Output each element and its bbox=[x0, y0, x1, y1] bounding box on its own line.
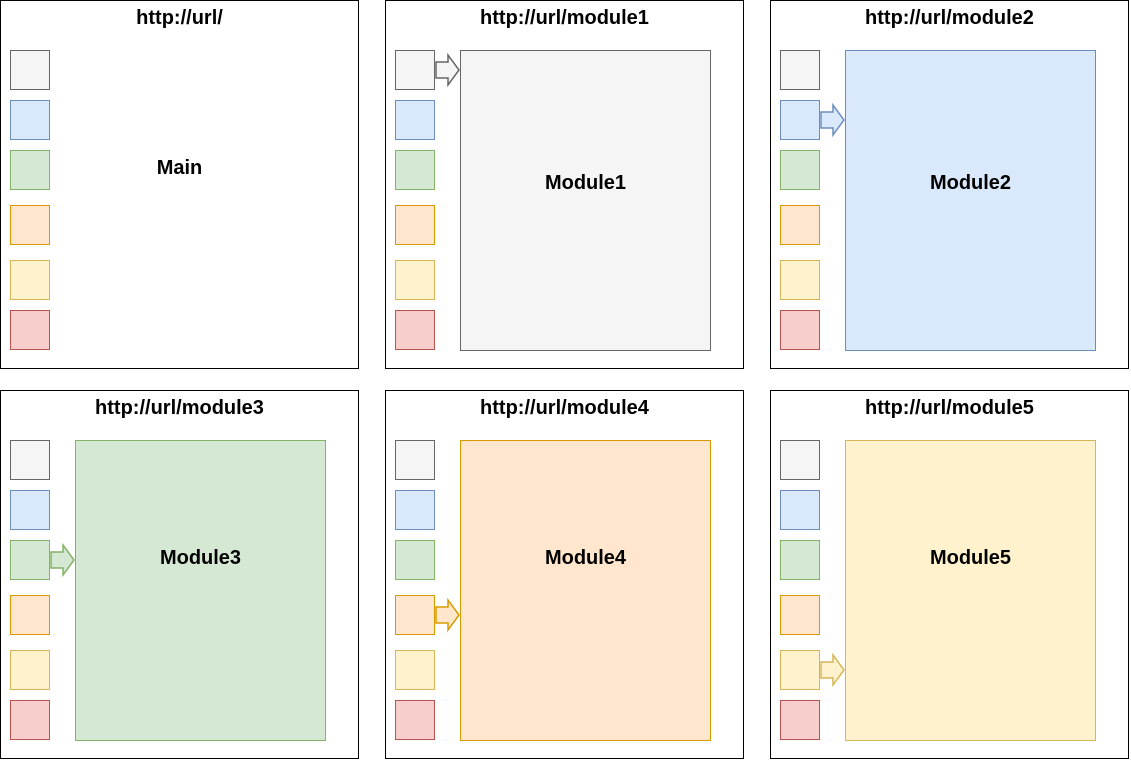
right-arrow-icon bbox=[435, 52, 460, 88]
panel-module1: http://url/module1 Module1 bbox=[385, 0, 744, 369]
nav-square-5[interactable] bbox=[780, 260, 820, 300]
panel-url: http://url/module3 bbox=[95, 397, 264, 419]
nav-square-3[interactable] bbox=[10, 150, 50, 190]
nav-square-3[interactable] bbox=[395, 540, 435, 580]
right-arrow-icon bbox=[50, 542, 75, 578]
panel-url: http://url/module1 bbox=[480, 7, 649, 29]
nav-square-6[interactable] bbox=[780, 310, 820, 350]
nav-square-2[interactable] bbox=[780, 490, 820, 530]
panel-url: http://url/ bbox=[136, 7, 223, 29]
nav-square-2[interactable] bbox=[10, 490, 50, 530]
module-label: Module2 bbox=[929, 172, 1012, 194]
right-arrow-icon bbox=[820, 652, 845, 688]
module-content-box bbox=[845, 440, 1096, 741]
nav-square-4[interactable] bbox=[395, 205, 435, 245]
nav-square-4[interactable] bbox=[780, 205, 820, 245]
nav-square-6[interactable] bbox=[10, 700, 50, 740]
nav-square-5[interactable] bbox=[10, 650, 50, 690]
nav-square-1[interactable] bbox=[780, 50, 820, 90]
module-label: Module4 bbox=[544, 547, 627, 569]
panel-module2: http://url/module2 Module2 bbox=[770, 0, 1129, 369]
nav-square-3[interactable] bbox=[780, 540, 820, 580]
nav-square-3[interactable] bbox=[10, 540, 50, 580]
module-label: Module3 bbox=[159, 547, 242, 569]
nav-square-4[interactable] bbox=[10, 595, 50, 635]
nav-square-1[interactable] bbox=[10, 440, 50, 480]
right-arrow-icon bbox=[435, 597, 460, 633]
nav-square-6[interactable] bbox=[10, 310, 50, 350]
right-arrow-icon bbox=[820, 102, 845, 138]
nav-square-1[interactable] bbox=[395, 440, 435, 480]
nav-square-2[interactable] bbox=[10, 100, 50, 140]
main-label: Main bbox=[156, 157, 203, 179]
panel-url: http://url/module4 bbox=[480, 397, 649, 419]
nav-square-1[interactable] bbox=[395, 50, 435, 90]
panel-module5: http://url/module5 Module5 bbox=[770, 390, 1129, 759]
nav-square-5[interactable] bbox=[395, 650, 435, 690]
panel-url: http://url/module5 bbox=[865, 397, 1034, 419]
nav-square-2[interactable] bbox=[780, 100, 820, 140]
nav-square-5[interactable] bbox=[395, 260, 435, 300]
nav-square-2[interactable] bbox=[395, 100, 435, 140]
module-content-box bbox=[460, 440, 711, 741]
nav-square-1[interactable] bbox=[780, 440, 820, 480]
nav-square-5[interactable] bbox=[780, 650, 820, 690]
module-content-box bbox=[845, 50, 1096, 351]
nav-square-4[interactable] bbox=[10, 205, 50, 245]
nav-square-4[interactable] bbox=[395, 595, 435, 635]
nav-square-6[interactable] bbox=[395, 310, 435, 350]
nav-square-3[interactable] bbox=[395, 150, 435, 190]
panel-module4: http://url/module4 Module4 bbox=[385, 390, 744, 759]
panel-module3: http://url/module3 Module3 bbox=[0, 390, 359, 759]
module-content-box bbox=[75, 440, 326, 741]
nav-square-3[interactable] bbox=[780, 150, 820, 190]
panel-main: http://url/ Main bbox=[0, 0, 359, 369]
nav-square-6[interactable] bbox=[780, 700, 820, 740]
module-content-box bbox=[460, 50, 711, 351]
nav-square-6[interactable] bbox=[395, 700, 435, 740]
nav-square-2[interactable] bbox=[395, 490, 435, 530]
nav-square-4[interactable] bbox=[780, 595, 820, 635]
module-label: Module5 bbox=[929, 547, 1012, 569]
nav-square-5[interactable] bbox=[10, 260, 50, 300]
nav-square-1[interactable] bbox=[10, 50, 50, 90]
module-label: Module1 bbox=[544, 172, 627, 194]
panel-url: http://url/module2 bbox=[865, 7, 1034, 29]
